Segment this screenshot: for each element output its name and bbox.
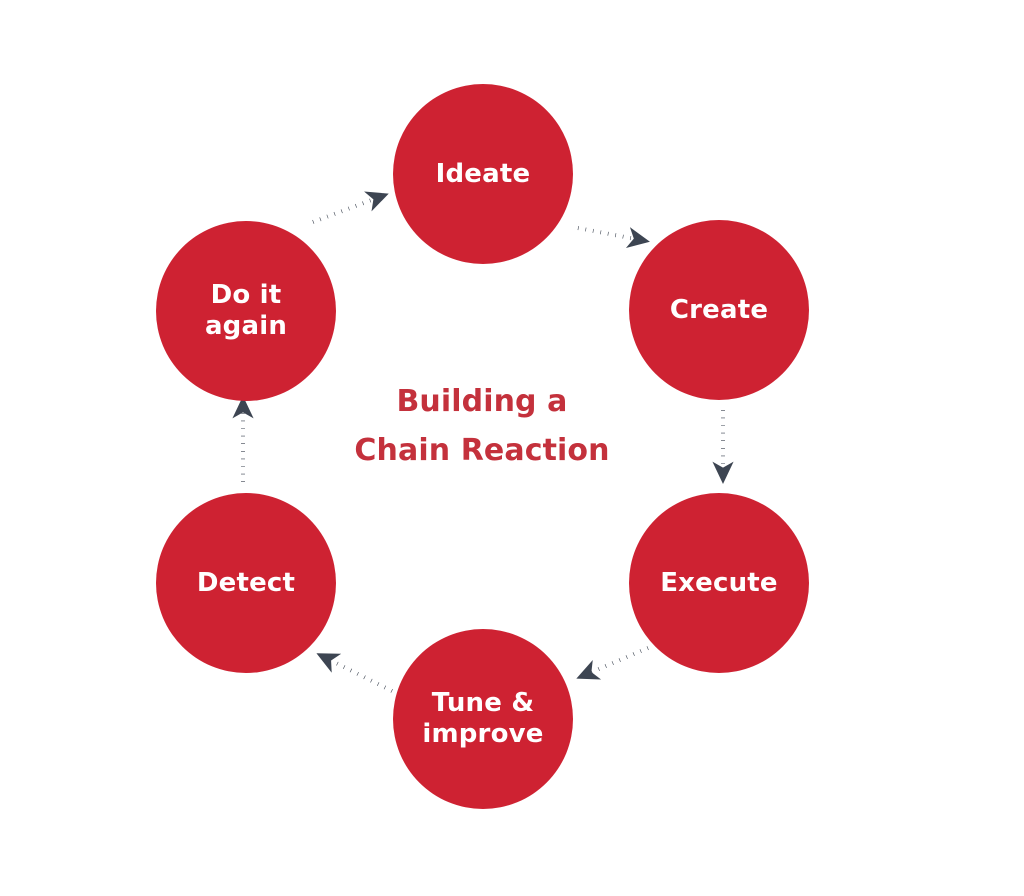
node-label-tune-improve: Tune & improve <box>422 688 544 749</box>
diagram-center-title: Building a Chain Reaction <box>354 384 610 468</box>
node-label-do-it-again: Do it again <box>204 280 288 341</box>
node-create[interactable]: Create <box>629 220 809 400</box>
node-ideate[interactable]: Ideate <box>393 84 573 264</box>
arrow-ideate-to-create <box>577 226 650 248</box>
node-label-detect: Detect <box>196 567 296 598</box>
node-label-ideate: Ideate <box>435 158 531 189</box>
arrow-execute-to-tune <box>576 646 649 680</box>
arrow-do-it-again-to-ideate <box>312 191 389 224</box>
node-tune-improve[interactable]: Tune & improve <box>393 629 573 809</box>
node-detect[interactable]: Detect <box>156 493 336 673</box>
node-label-execute: Execute <box>660 567 778 598</box>
node-do-it-again[interactable]: Do it again <box>156 221 336 401</box>
node-execute[interactable]: Execute <box>629 493 809 673</box>
node-label-create: Create <box>669 294 769 325</box>
arrow-tune-to-detect <box>316 653 393 693</box>
